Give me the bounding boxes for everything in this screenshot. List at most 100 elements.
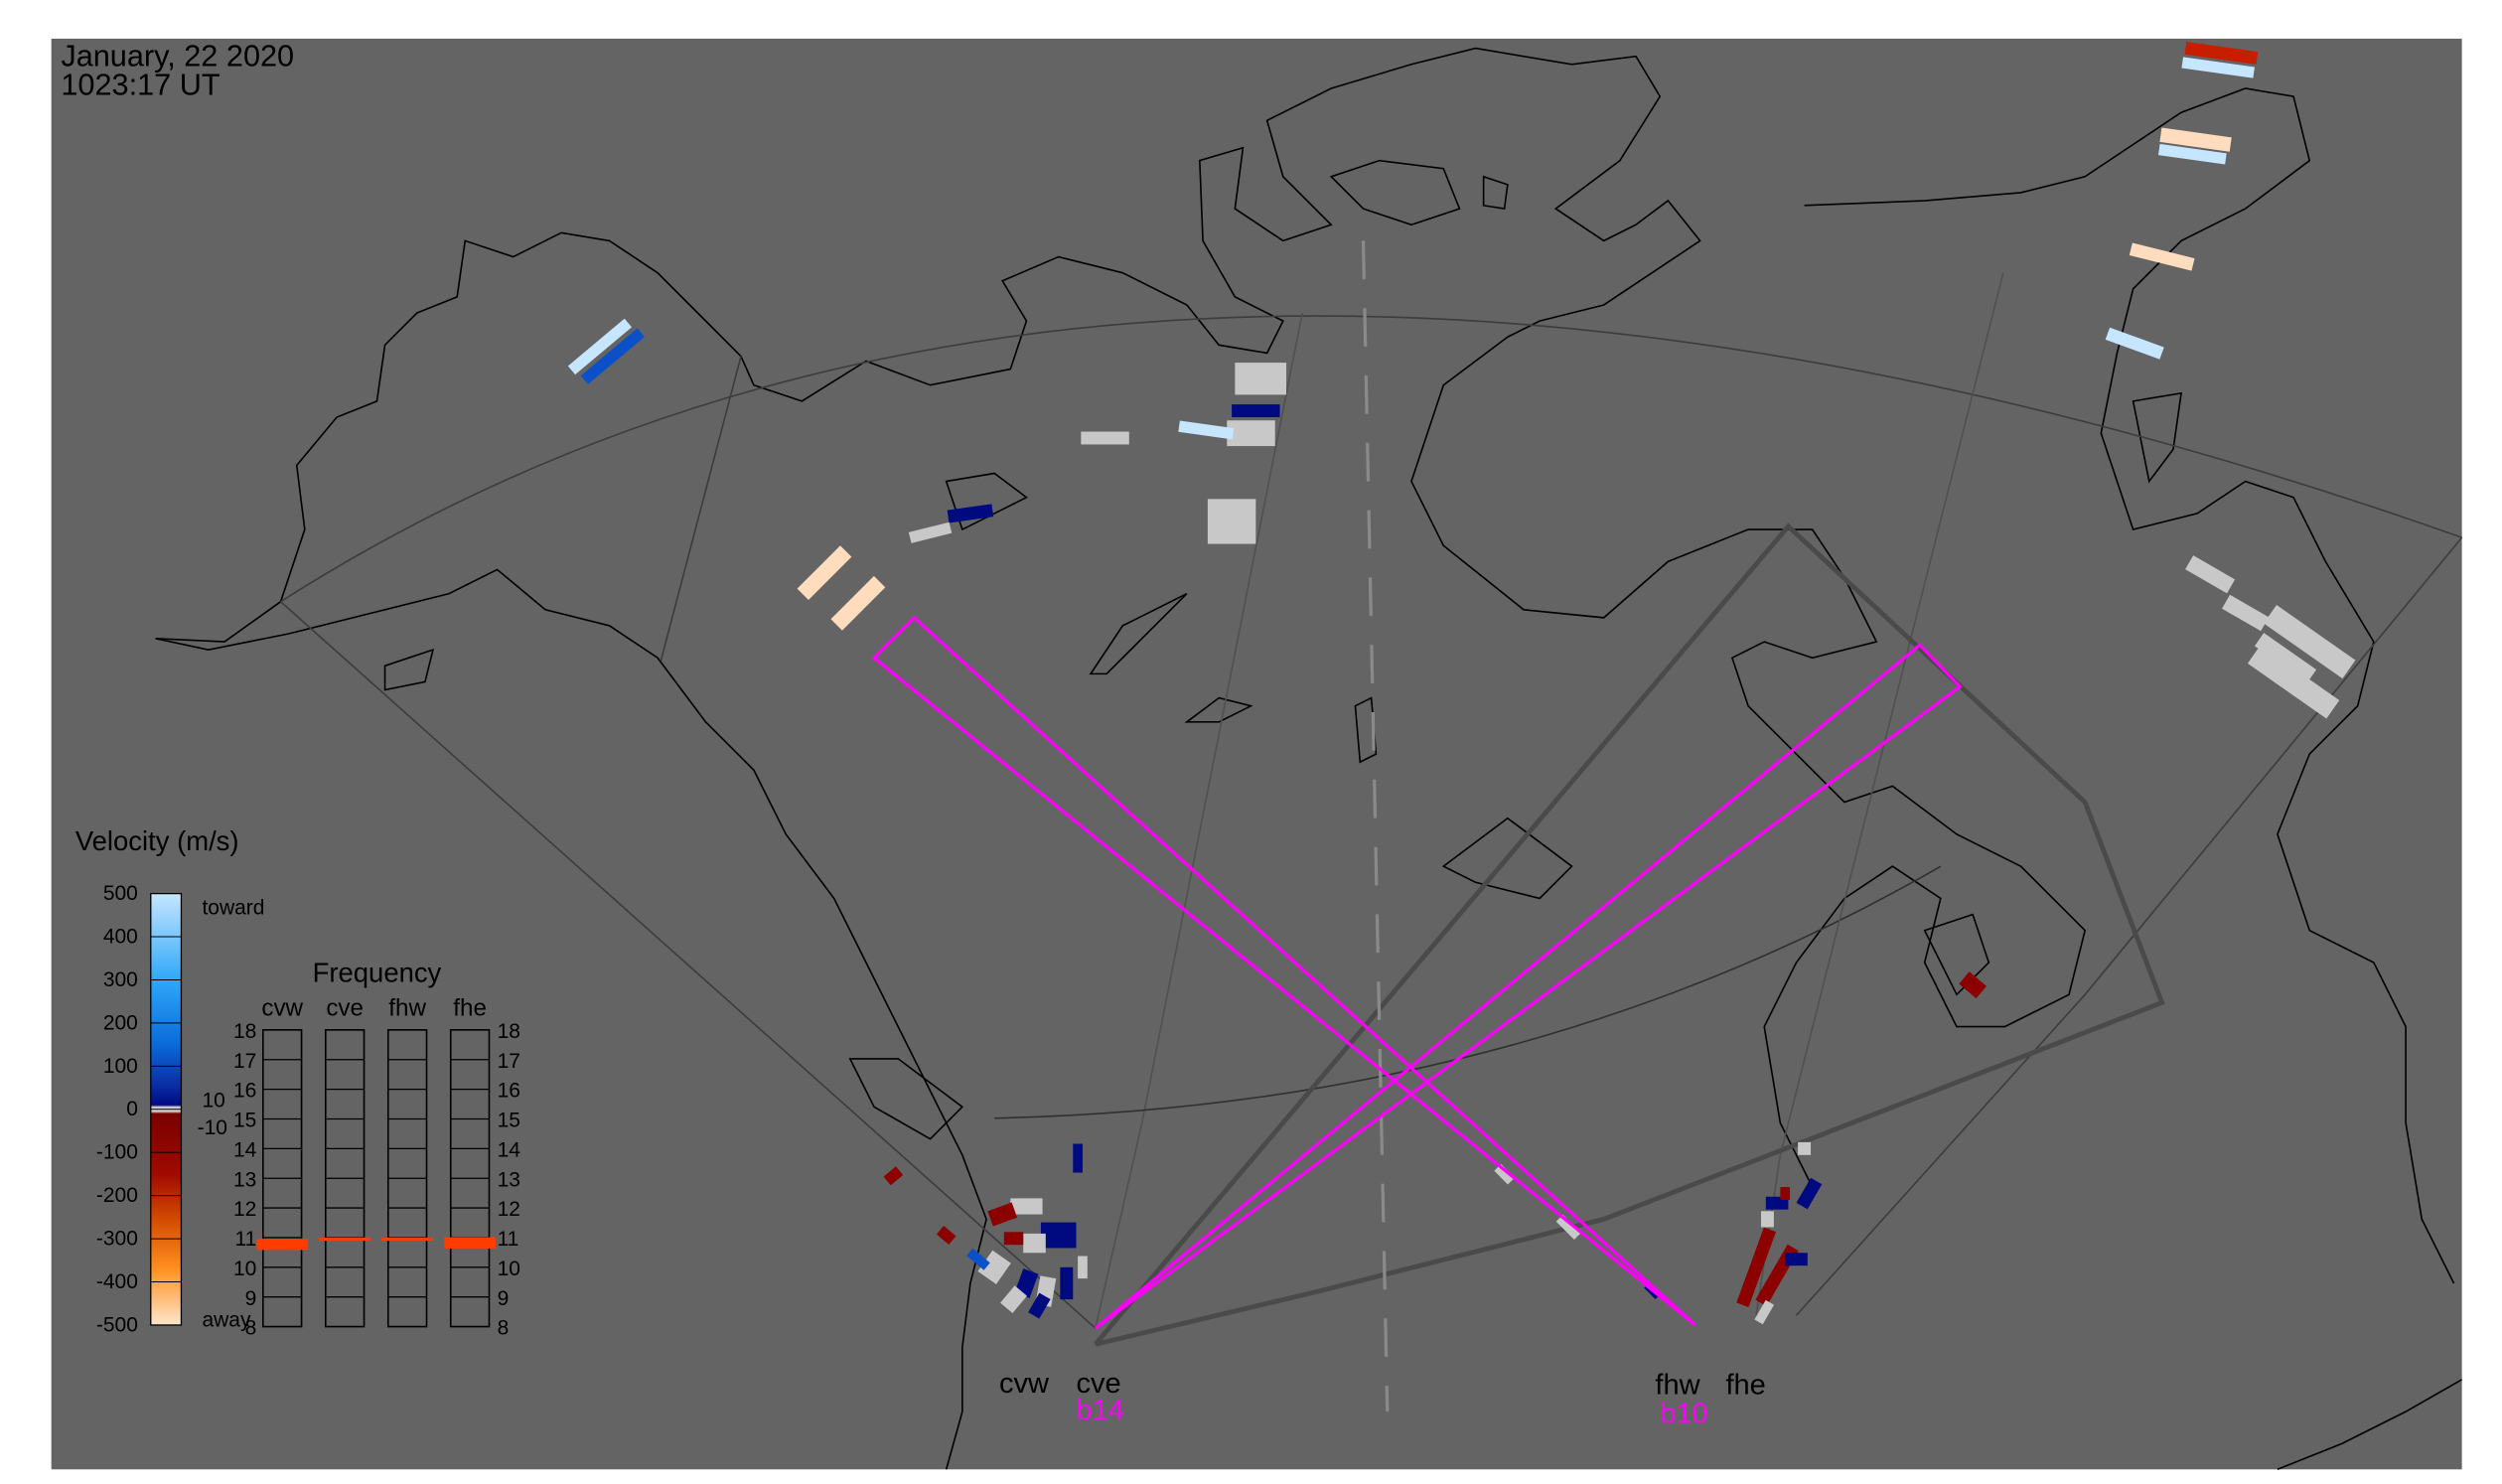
frequency-tick-right: 16 <box>498 1080 520 1103</box>
radar-label-fhw: fhw <box>1655 1369 1700 1401</box>
scatter-cell <box>2181 57 2255 78</box>
velocity-tick-label: -200 <box>96 1184 138 1207</box>
scatter-cell <box>2105 327 2164 360</box>
scatter-cell <box>1010 1198 1043 1215</box>
frequency-tick-left: 16 <box>233 1080 256 1103</box>
scatter-cell <box>1023 1233 1046 1254</box>
velocity-tick-label: -400 <box>96 1270 138 1293</box>
scatter-cell <box>1780 1187 1791 1201</box>
toward-label: toward <box>202 897 264 920</box>
frequency-tick-left: 13 <box>233 1168 256 1191</box>
scatter-cell <box>1003 1232 1024 1246</box>
scatter-cell <box>1235 363 1287 395</box>
frequency-tick-left: 11 <box>235 1228 257 1251</box>
frequency-column-label: fhw <box>388 994 426 1021</box>
frequency-tick-left: 18 <box>233 1020 256 1043</box>
frequency-marker-fhw <box>381 1237 433 1242</box>
velocity-tick-label: 300 <box>103 968 138 991</box>
beam-b14 <box>1094 643 1963 1330</box>
beam-b10 <box>871 615 1696 1327</box>
scatter-cell <box>1798 1141 1812 1155</box>
scatter-cell <box>1178 420 1235 440</box>
scatter-cell <box>797 545 852 601</box>
scatter-cell <box>1555 1214 1581 1241</box>
scatter-cell <box>1785 1253 1808 1266</box>
scatter-cell <box>2129 242 2195 271</box>
scatter-cell <box>947 504 994 523</box>
velocity-tick-label: -300 <box>96 1228 138 1251</box>
scatter-cell <box>2247 645 2340 719</box>
scatter-cell <box>1227 420 1275 447</box>
header-text: January, 22 2020 1023:17 UT <box>61 38 294 101</box>
scatter-cell <box>567 318 632 375</box>
radar-label-fhe: fhe <box>1725 1369 1765 1401</box>
scatter-cell <box>1040 1222 1077 1249</box>
time-label: 1023:17 UT <box>61 67 221 101</box>
scatter-cell <box>1796 1177 1823 1210</box>
velocity-tick-label: 100 <box>103 1055 138 1078</box>
scatter-cell <box>966 1248 990 1270</box>
scatter-cell <box>580 328 645 384</box>
legend-title: Velocity (m/s) <box>75 825 239 856</box>
frequency-marker-cve <box>319 1237 371 1242</box>
gs-label-pos: 10 <box>202 1089 224 1112</box>
frequency-tick-left: 15 <box>233 1110 256 1132</box>
scatter-cell <box>2184 42 2259 65</box>
scatter-cell <box>1060 1266 1074 1300</box>
velocity-tick-label: -500 <box>96 1313 138 1336</box>
scatter-cell <box>1760 1211 1774 1228</box>
beam-label-b14: b14 <box>1076 1395 1123 1426</box>
scatter-cell <box>1078 1256 1088 1279</box>
scatter-cell <box>2264 605 2356 679</box>
scatter-cell <box>987 1202 1018 1227</box>
gs-label-neg: -10 <box>198 1116 227 1139</box>
frequency-tick-left: 14 <box>233 1138 257 1161</box>
scatter-cell <box>936 1226 957 1246</box>
frequency-tick-left: 10 <box>233 1258 256 1280</box>
scatter-cells <box>567 42 2356 1325</box>
scatter-cell <box>1494 1163 1515 1185</box>
frequency-tick-left: 9 <box>245 1287 257 1310</box>
scatter-cell <box>883 1166 904 1186</box>
scatter-cell <box>1736 1227 1777 1307</box>
velocity-legend: Velocity (m/s) 5004003002001000-100-200-… <box>75 825 265 1336</box>
radar-labels: cvw cve b14 fhw fhe b10 <box>999 1368 1766 1430</box>
scatter-cell <box>2222 594 2270 632</box>
away-label: away <box>202 1309 250 1332</box>
scatter-cell <box>908 521 953 543</box>
frequency-tick-right: 15 <box>498 1110 520 1132</box>
beam-outlines <box>871 615 1963 1330</box>
scatter-cell <box>1081 431 1129 445</box>
frequency-tick-right: 18 <box>498 1020 520 1043</box>
map-background <box>51 38 2462 1470</box>
frequency-tick-right: 10 <box>498 1258 520 1280</box>
frequency-tick-right: 14 <box>498 1138 521 1161</box>
scatter-cell <box>2157 143 2227 165</box>
velocity-tick-label: 500 <box>103 882 138 905</box>
radar-label-cve: cve <box>1076 1368 1120 1400</box>
frequency-tick-left: 17 <box>233 1050 256 1073</box>
frequency-tick-right: 12 <box>498 1198 520 1221</box>
frequency-marker-fhe <box>444 1237 496 1249</box>
frequency-column-label: cvw <box>261 994 303 1021</box>
scatter-cell <box>977 1250 1011 1284</box>
scatter-cell <box>2159 127 2232 152</box>
velocity-tick-label: 200 <box>103 1011 138 1034</box>
velocity-tick-label: 0 <box>126 1098 138 1120</box>
scatter-cell <box>1754 1299 1775 1325</box>
frequency-tick-left: 12 <box>233 1198 256 1221</box>
frequency-marker-cvw <box>256 1239 309 1251</box>
velocity-tick-label: -100 <box>96 1141 138 1164</box>
scatter-cell <box>1000 1285 1027 1313</box>
frequency-tick-right: 17 <box>498 1050 520 1073</box>
scatter-cell <box>1073 1143 1083 1173</box>
scatter-cell <box>1207 499 1256 544</box>
frequency-tick-left: 8 <box>245 1317 257 1340</box>
frequency-tick-right: 11 <box>498 1228 519 1251</box>
scatter-cell <box>830 575 886 631</box>
scatter-cell <box>1959 971 1987 999</box>
frequency-tick-right: 13 <box>498 1168 520 1191</box>
scatter-cell <box>2185 555 2236 594</box>
